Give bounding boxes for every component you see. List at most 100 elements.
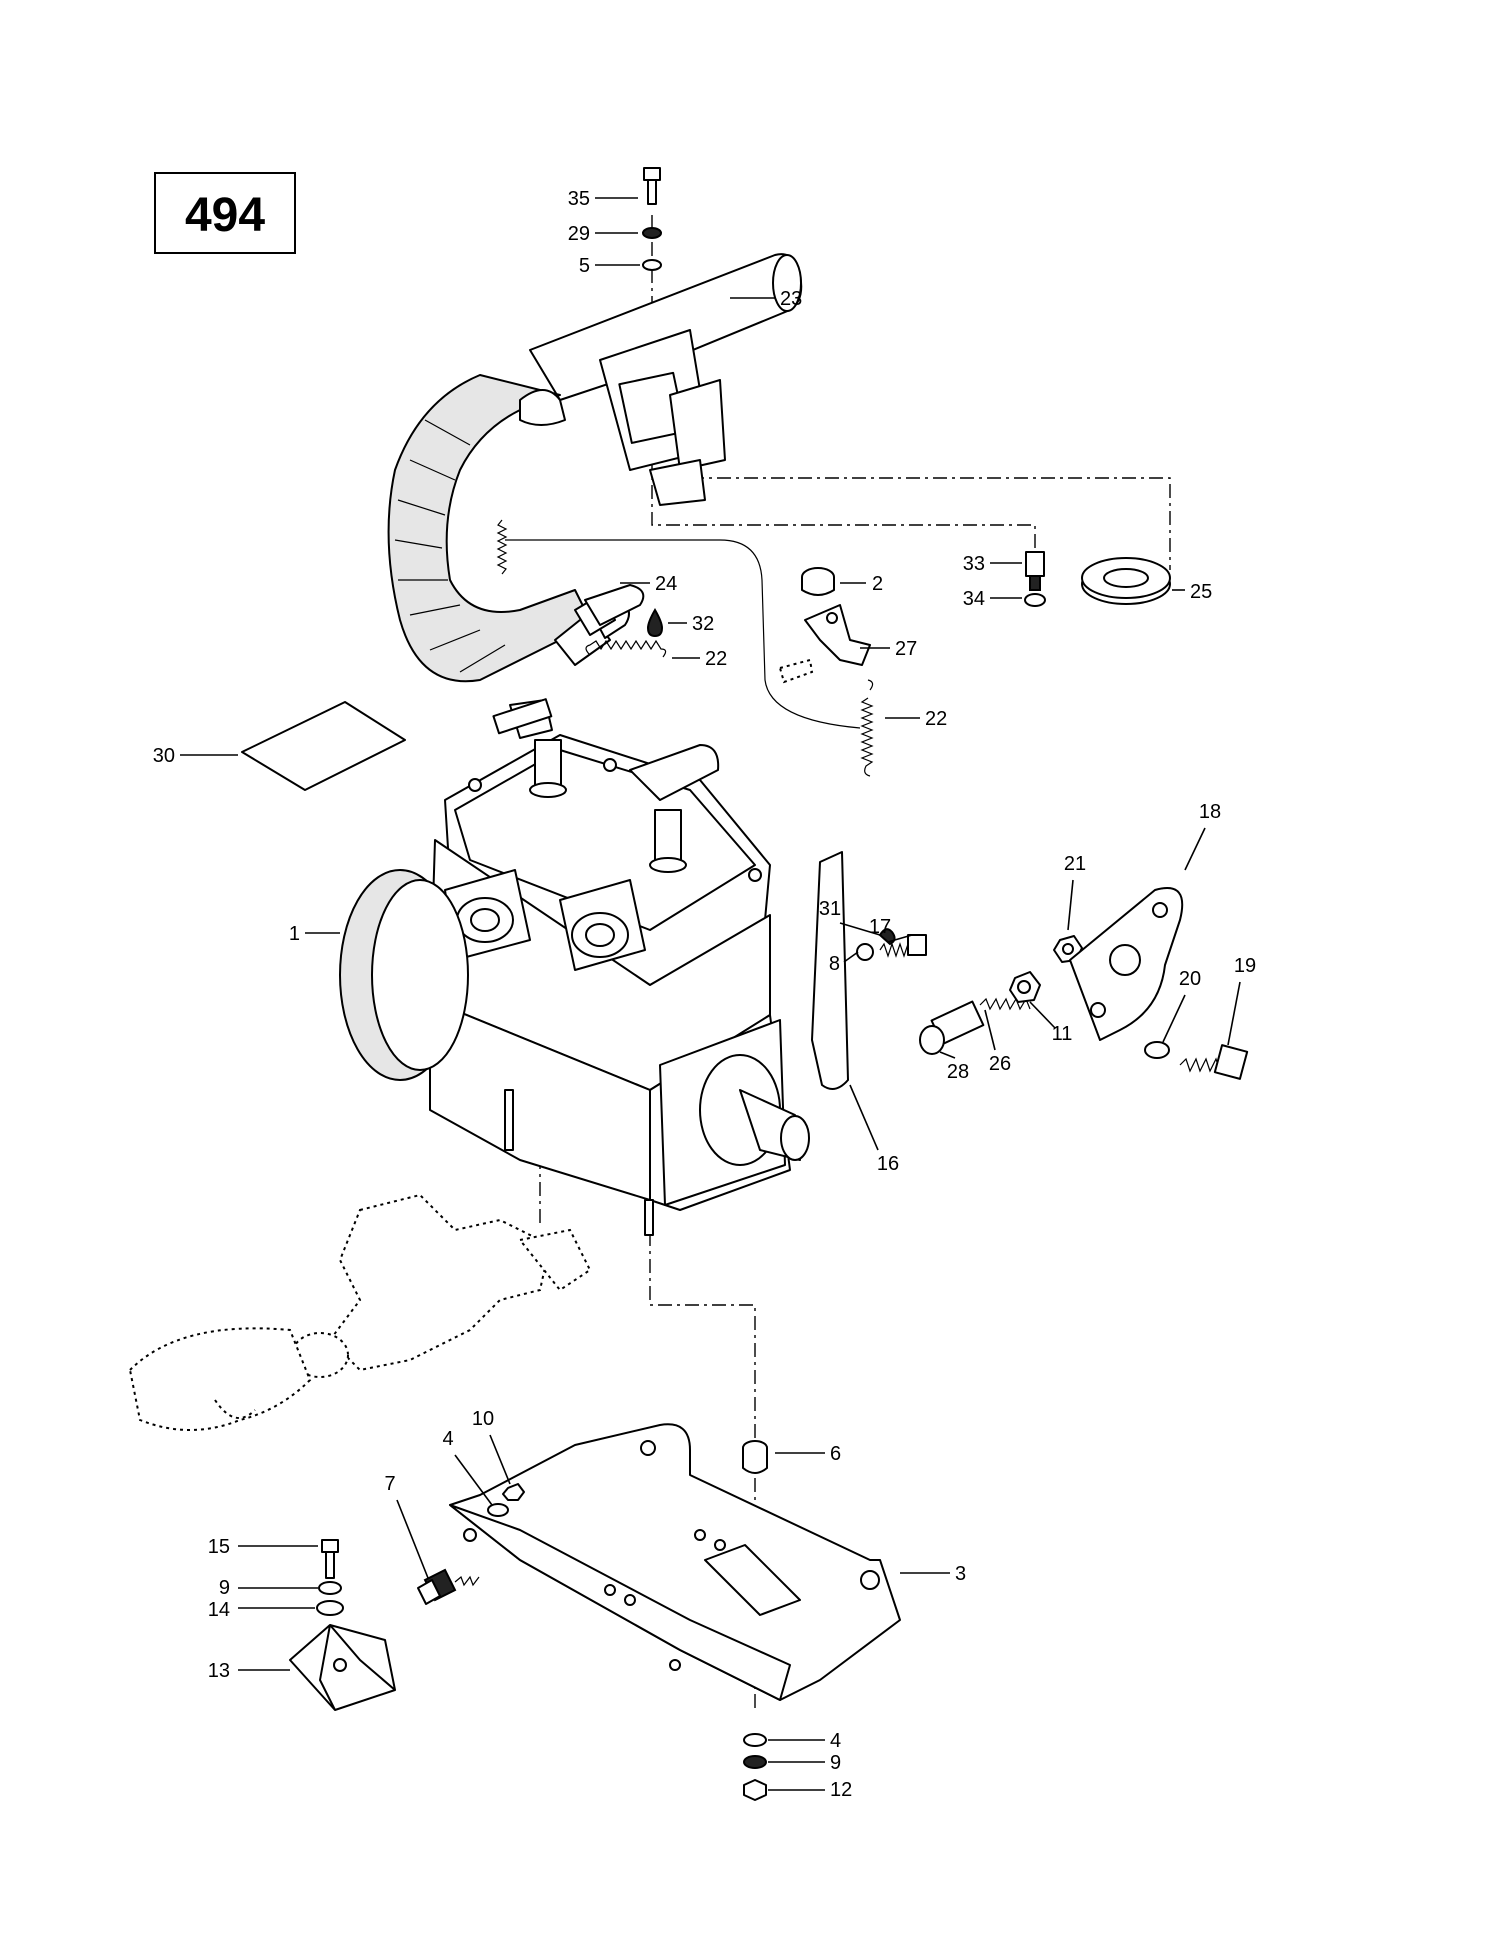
bolt-35 [643, 167, 661, 205]
bolt-15 [321, 1539, 339, 1579]
callout-label: 4 [830, 1730, 841, 1752]
callout-label: 16 [877, 1153, 899, 1175]
callout-label: 32 [692, 613, 714, 635]
callout-leader [887, 934, 913, 943]
nut-12 [743, 1779, 767, 1801]
callout-23: 23 [730, 288, 802, 310]
bracket-27 [778, 604, 871, 684]
page-number-box: 494 [154, 172, 296, 254]
callout-13: 13 [208, 1660, 290, 1682]
nut-34 [1024, 593, 1046, 607]
callout-15: 15 [208, 1536, 318, 1558]
callout-leader [1227, 981, 1241, 1046]
callout-16: 16 [849, 1084, 899, 1175]
callout-9: 9 [219, 1577, 318, 1599]
washer-14 [316, 1600, 344, 1616]
callout-label: 34 [963, 588, 985, 610]
lubricant-drop-32 [646, 608, 664, 638]
callout-22: 22 [885, 708, 947, 730]
page-number: 494 [185, 189, 265, 242]
lock-washer-9-lower [743, 1755, 767, 1769]
callout-label: 5 [579, 255, 590, 277]
callout-label: 12 [830, 1779, 852, 1801]
exhaust-hose-24 [574, 584, 645, 636]
callout-31: 31 [819, 898, 881, 936]
spring-22-middle [585, 639, 667, 658]
callout-21: 21 [1064, 853, 1086, 931]
engine-1 [339, 698, 810, 1236]
sleeve-6 [742, 1440, 768, 1474]
callout-leader [984, 1009, 996, 1051]
callout-label: 6 [830, 1443, 841, 1465]
callout-2: 2 [840, 573, 883, 595]
callout-1: 1 [289, 923, 340, 945]
engine-support-3 [449, 1423, 901, 1701]
callout-label: 3 [955, 1563, 966, 1585]
callout-label: 2 [872, 573, 883, 595]
callout-14: 14 [208, 1599, 315, 1621]
decal-30 [241, 701, 406, 791]
callout-label: 28 [947, 1061, 969, 1083]
callout-leader [396, 1499, 429, 1579]
callout-leader [1067, 879, 1074, 931]
callout-leader [1184, 827, 1206, 871]
callout-20: 20 [1162, 968, 1201, 1043]
callout-29: 29 [568, 223, 638, 245]
nut-11 [1009, 971, 1041, 1003]
callout-9: 9 [768, 1752, 841, 1774]
callout-5: 5 [579, 255, 640, 277]
callout-label: 14 [208, 1599, 230, 1621]
callout-8: 8 [829, 951, 859, 975]
callout-leader [843, 951, 859, 963]
callout-label: 19 [1234, 955, 1256, 977]
tuned-pipe-23 [387, 253, 803, 683]
callout-label: 24 [655, 573, 677, 595]
spring-22-upper [496, 519, 508, 575]
callout-leader [489, 1434, 511, 1485]
lock-washer-31 [878, 928, 896, 946]
callout-label: 15 [208, 1536, 230, 1558]
callout-leader [839, 922, 881, 936]
callout-label: 21 [1064, 853, 1086, 875]
callout-12: 12 [768, 1779, 852, 1801]
rubber-mount-33 [1025, 551, 1045, 591]
lock-washer-29 [642, 227, 662, 239]
shim-16 [811, 851, 849, 1090]
callout-7: 7 [384, 1473, 429, 1579]
callout-label: 35 [568, 188, 590, 210]
callout-label: 31 [819, 898, 841, 920]
callout-25: 25 [1172, 581, 1212, 603]
callout-22: 22 [672, 648, 727, 670]
washer-9-left [318, 1581, 342, 1595]
callout-label: 17 [869, 916, 891, 938]
callout-10: 10 [472, 1408, 511, 1485]
callout-label: 11 [1052, 1023, 1073, 1045]
callout-label: 22 [925, 708, 947, 730]
exhaust-manifold-reference [128, 1193, 592, 1431]
callout-label: 25 [1190, 581, 1212, 603]
callout-label: 18 [1199, 801, 1221, 823]
stud-26 [979, 997, 1031, 1011]
callout-19: 19 [1227, 955, 1256, 1046]
callout-28: 28 [939, 1051, 969, 1083]
callout-27: 27 [860, 638, 917, 660]
bolt-19 [1179, 1044, 1249, 1080]
callout-leader [849, 1084, 879, 1151]
callout-label: 27 [895, 638, 917, 660]
callout-label: 8 [829, 953, 840, 975]
callout-26: 26 [984, 1009, 1011, 1075]
callout-17: 17 [869, 916, 913, 943]
callout-4: 4 [442, 1428, 493, 1506]
callout-label: 7 [384, 1473, 395, 1495]
nut-10 [502, 1483, 525, 1501]
callout-30: 30 [153, 745, 238, 767]
callout-34: 34 [963, 588, 1022, 610]
cap-2 [801, 567, 835, 596]
callout-label: 29 [568, 223, 590, 245]
callout-33: 33 [963, 553, 1022, 575]
washer-8 [856, 943, 874, 961]
grommet-25 [1081, 557, 1171, 605]
callout-4: 4 [768, 1730, 841, 1752]
spacer-28 [919, 1000, 985, 1055]
